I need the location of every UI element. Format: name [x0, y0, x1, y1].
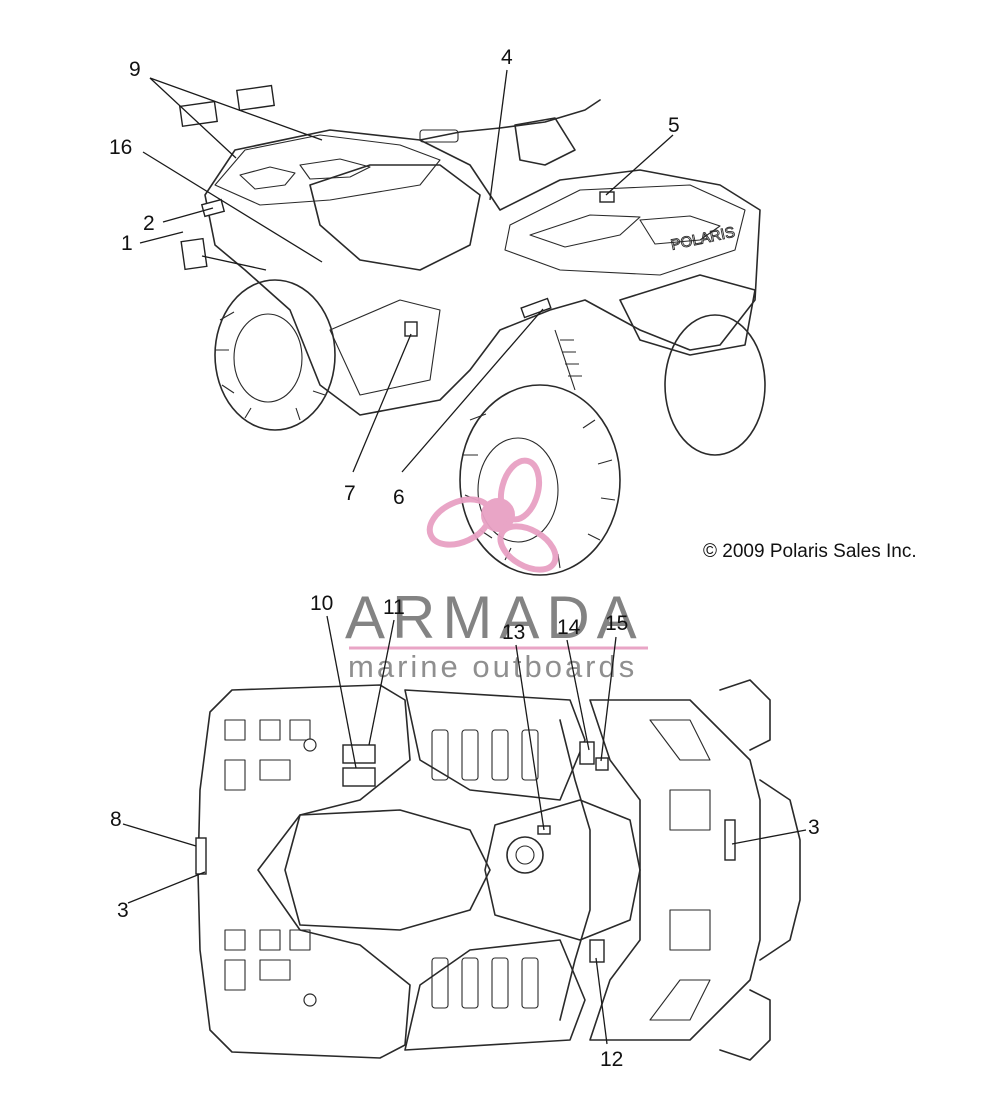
- handlebar-top: [559, 719, 591, 1021]
- front-left-rim: [477, 437, 559, 543]
- callout-3-rear: 3: [117, 899, 129, 922]
- rear-rack-slots-bottom: [224, 929, 311, 991]
- front-rack-slots: [649, 719, 711, 1021]
- bottom-view-leaders: [122, 615, 807, 1045]
- rear-rack-slots-top: [224, 719, 311, 791]
- top-view-leaders: [139, 69, 674, 473]
- callout-12: 12: [600, 1048, 623, 1071]
- front-bumper: [759, 779, 801, 961]
- callout-1: 1: [121, 232, 133, 255]
- callout-8: 8: [110, 808, 122, 831]
- callout-3-front: 3: [808, 816, 820, 839]
- armada-watermark: ARMADA marine outboards: [345, 457, 648, 684]
- watermark-tagline: marine outboards: [348, 649, 637, 684]
- footwell-lower: [404, 939, 586, 1051]
- headlight-pod: [514, 117, 576, 166]
- center-console: [484, 799, 641, 941]
- callout-4: 4: [501, 46, 513, 69]
- front-left-tire: [459, 384, 621, 576]
- front-shock: [554, 329, 582, 391]
- decal-1: [180, 237, 208, 271]
- front-rack-slots: [529, 214, 721, 248]
- vehicle-brand-marking: POLARIS: [669, 224, 736, 254]
- atv-top-down-view: [195, 679, 801, 1061]
- decal-12: [589, 939, 605, 963]
- seat-top: [284, 809, 491, 931]
- front-rack-top: [589, 699, 761, 1041]
- front-rack: [504, 184, 746, 276]
- front-left-tire-top: [719, 989, 771, 1061]
- left-grip: [419, 129, 459, 143]
- callout-2: 2: [143, 212, 155, 235]
- decal-8: [195, 837, 207, 875]
- callout-16: 16: [109, 136, 132, 159]
- rear-tire-tread: [215, 311, 326, 421]
- callout-6: 6: [393, 486, 405, 509]
- front-fender: [619, 274, 756, 356]
- callout-11: 11: [383, 596, 405, 619]
- decal-5: [599, 191, 615, 203]
- decal-15: [595, 757, 609, 771]
- top-view-callouts: 9 16 2 1 4 5 7 6: [109, 46, 680, 509]
- callout-5: 5: [668, 114, 680, 137]
- watermark-brand: ARMADA: [345, 584, 644, 651]
- footrest-grips: [431, 729, 539, 1009]
- decal-7: [404, 321, 418, 337]
- decal-3-front: [724, 819, 736, 861]
- decal-11: [342, 767, 376, 787]
- seat: [309, 164, 481, 271]
- left-footwell: [329, 299, 441, 396]
- decal-6: [520, 297, 552, 319]
- decal-9b: [235, 84, 276, 112]
- front-right-tire: [664, 314, 766, 456]
- rear-left-tire: [214, 279, 336, 431]
- rack-bolt-2: [303, 993, 317, 1007]
- atv-perspective-view: POLARIS: [178, 84, 766, 576]
- callout-10: 10: [310, 592, 333, 615]
- propeller-logo: [426, 457, 559, 573]
- handlebar: [419, 99, 601, 141]
- callout-13: 13: [502, 621, 525, 644]
- copyright-notice: © 2009 Polaris Sales Inc.: [703, 541, 917, 562]
- callout-7: 7: [344, 482, 356, 505]
- front-right-tire-top: [719, 679, 771, 751]
- rear-rack: [214, 134, 441, 206]
- callout-14: 14: [557, 616, 581, 639]
- decal-10: [342, 744, 376, 764]
- bottom-view-callouts: 10 11 13 14 15 8 3 3 12: [110, 592, 820, 1071]
- atv-body-outline: [204, 129, 761, 416]
- fuel-cap: [506, 836, 544, 874]
- rack-bolt-1: [303, 738, 317, 752]
- footwell-upper: [404, 689, 586, 801]
- fuel-cap-center: [515, 845, 535, 865]
- decal-14: [579, 741, 595, 765]
- callout-15: 15: [605, 612, 628, 635]
- rear-rack-slots: [239, 158, 371, 190]
- rear-left-rim: [233, 313, 303, 403]
- callout-9: 9: [129, 58, 141, 81]
